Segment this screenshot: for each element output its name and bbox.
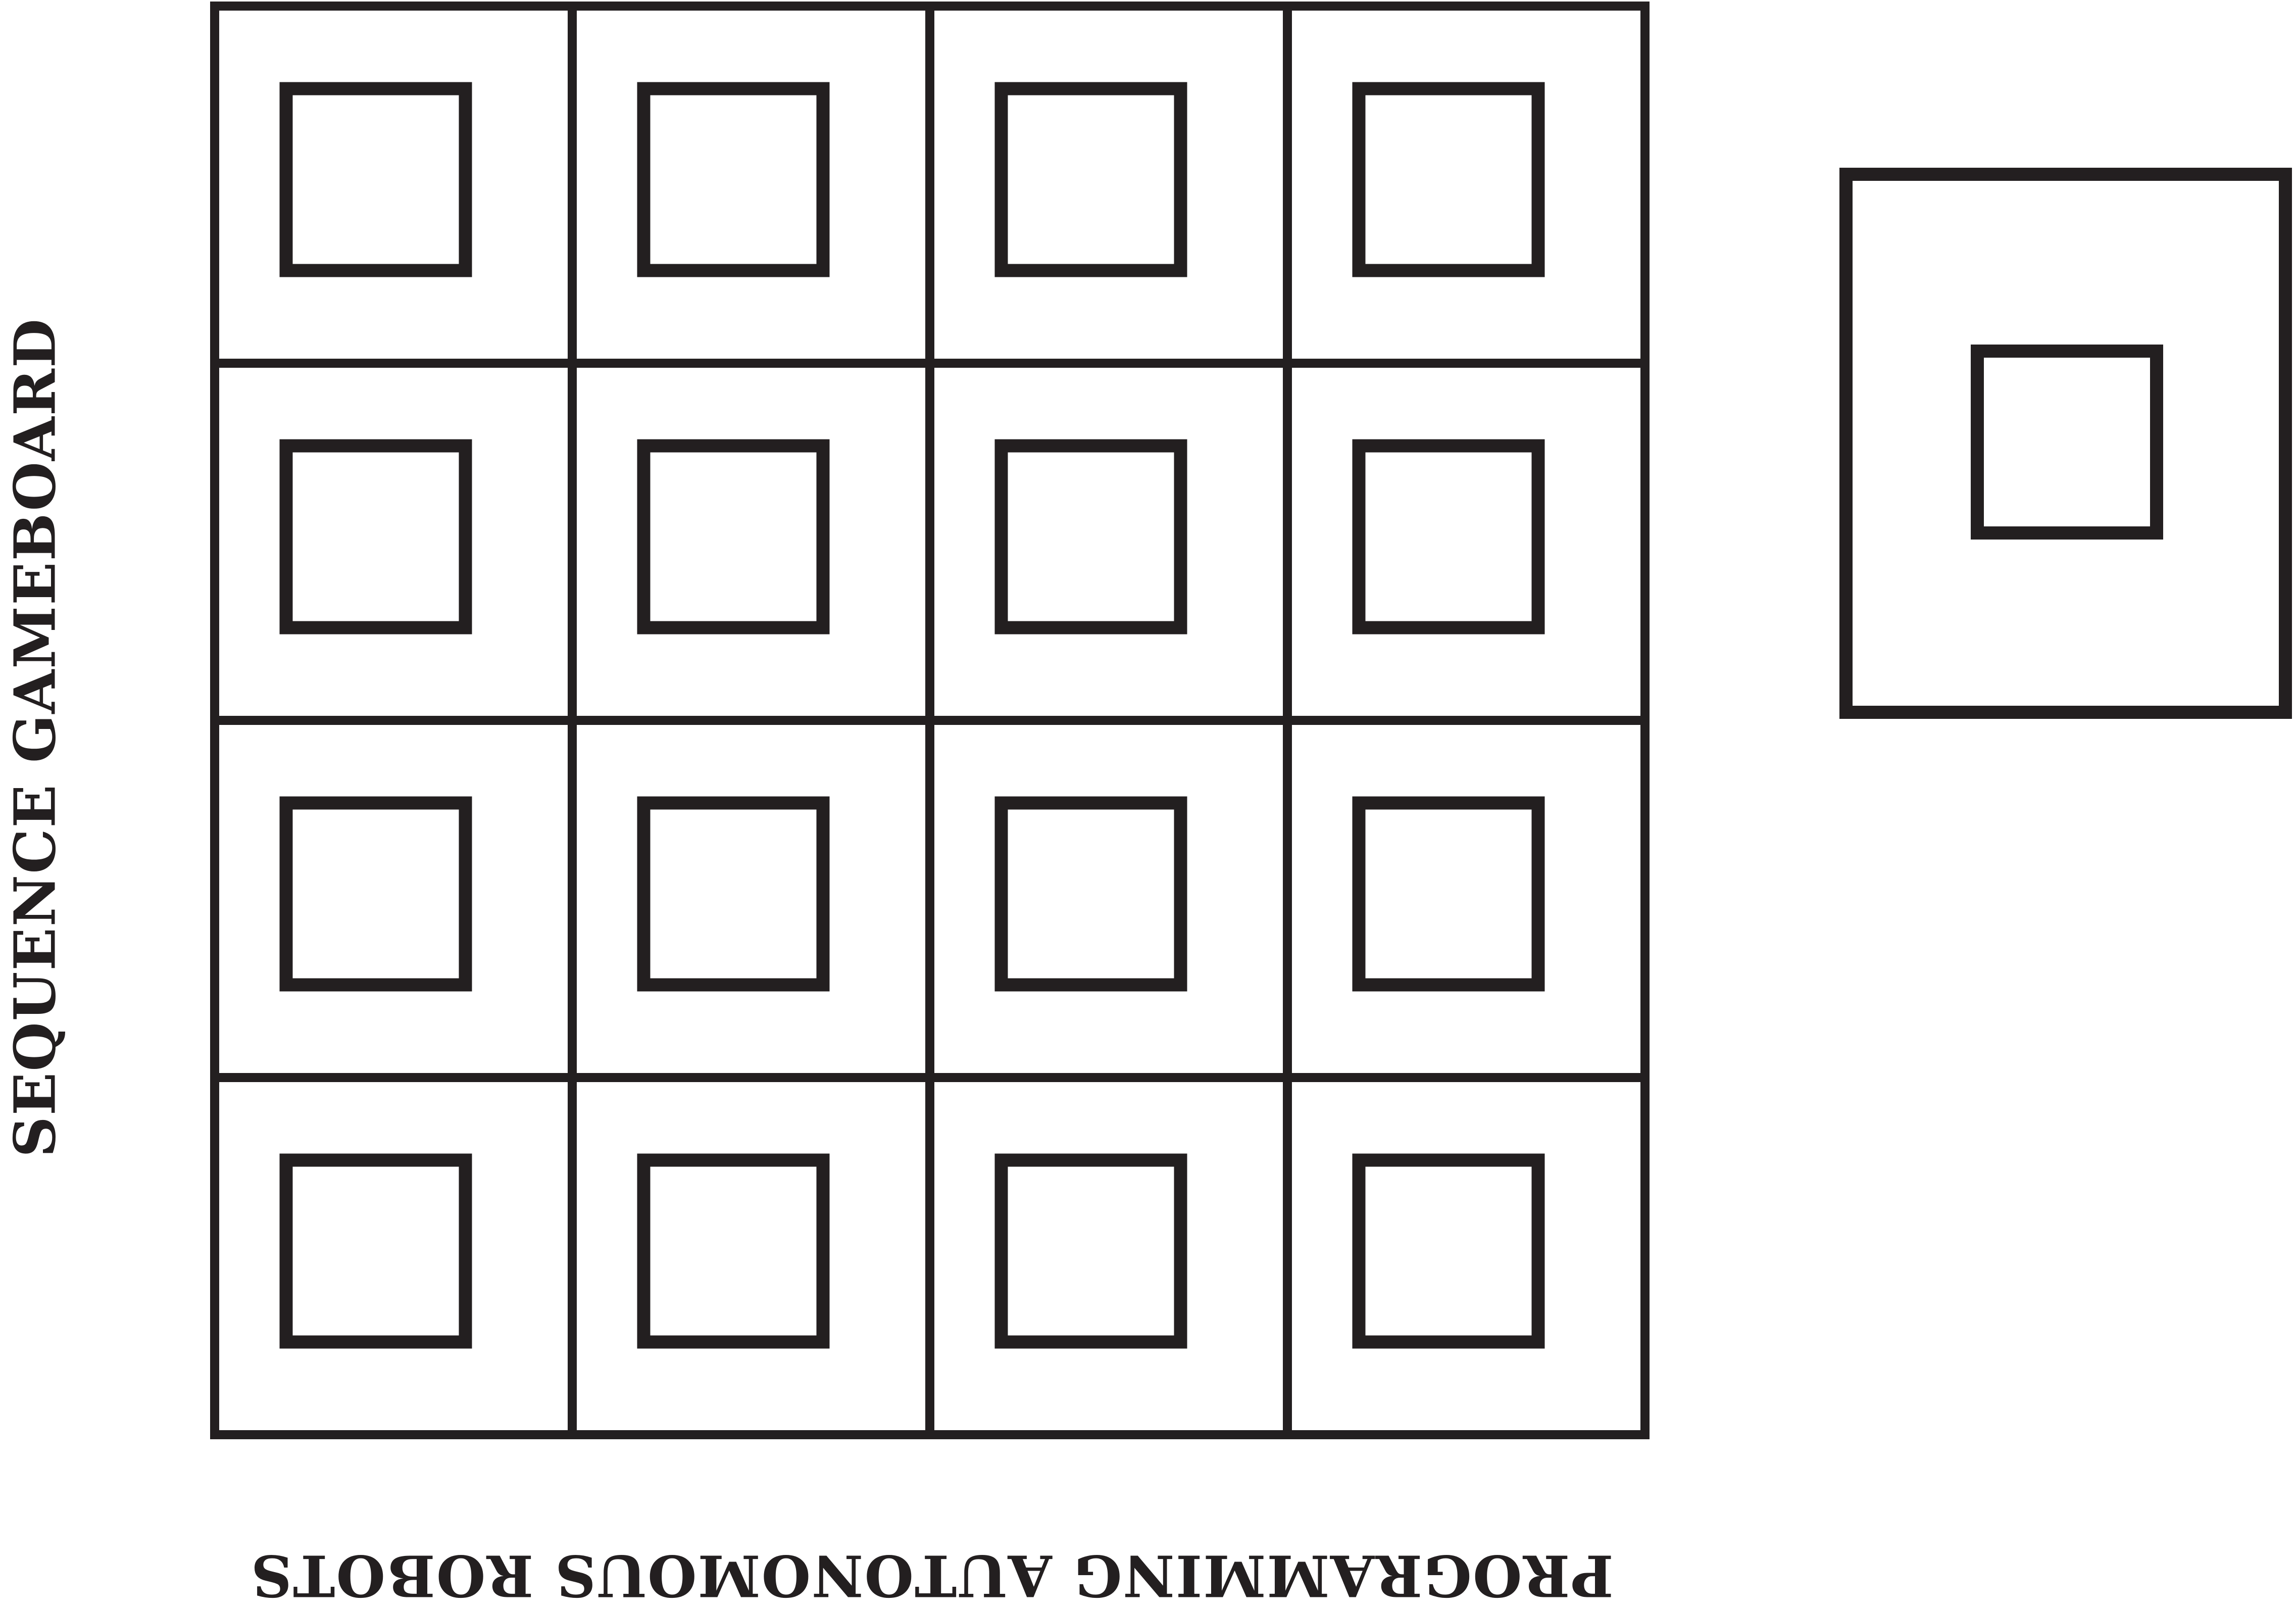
card-slot-square: [637, 82, 830, 277]
board-cell-r2-c1[interactable]: [279, 439, 472, 635]
sequence-gameboard-label: SEQUENCE GAMEBOARD: [2, 317, 69, 1158]
board-cell-r1-c2[interactable]: [637, 82, 830, 277]
card-slot-square: [279, 796, 472, 992]
card-slot-square: [1352, 439, 1545, 635]
card-slot-square: [637, 439, 830, 635]
board-cell-r1-c1[interactable]: [279, 82, 472, 277]
card-slot-square: [994, 796, 1187, 992]
card-slot-square: [994, 1153, 1187, 1349]
card-slot-square: [637, 1153, 830, 1349]
board-cell-r3-c2[interactable]: [637, 796, 830, 992]
board-cell-r4-c3[interactable]: [994, 1153, 1187, 1349]
card-slot-square: [1352, 796, 1545, 992]
card-slot-square: [637, 796, 830, 992]
board-cell-r3-c4[interactable]: [1352, 796, 1545, 992]
board-cell-r2-c3[interactable]: [994, 439, 1187, 635]
start-tile-inner-square: [1971, 345, 2163, 540]
card-slot-square: [994, 82, 1187, 277]
start-tile[interactable]: [1839, 168, 2292, 719]
card-slot-square: [279, 439, 472, 635]
card-slot-square: [994, 439, 1187, 635]
board-cell-r3-c1[interactable]: [279, 796, 472, 992]
sequence-grid: [210, 2, 1650, 1439]
board-cell-r2-c2[interactable]: [637, 439, 830, 635]
card-slot-square: [279, 1153, 472, 1349]
programming-autonomous-robots-label: PROGRAMMING AUTONOMOUS ROBOTS: [250, 1542, 1614, 1608]
card-slot-square: [1352, 1153, 1545, 1349]
board-cell-r4-c1[interactable]: [279, 1153, 472, 1349]
board-cell-r3-c3[interactable]: [994, 796, 1187, 992]
card-slot-square: [1352, 82, 1545, 277]
board-cell-r2-c4[interactable]: [1352, 439, 1545, 635]
card-slot-square: [279, 82, 472, 277]
board-cell-r4-c2[interactable]: [637, 1153, 830, 1349]
board-cell-r1-c3[interactable]: [994, 82, 1187, 277]
board-cell-r4-c4[interactable]: [1352, 1153, 1545, 1349]
board-cell-r1-c4[interactable]: [1352, 82, 1545, 277]
